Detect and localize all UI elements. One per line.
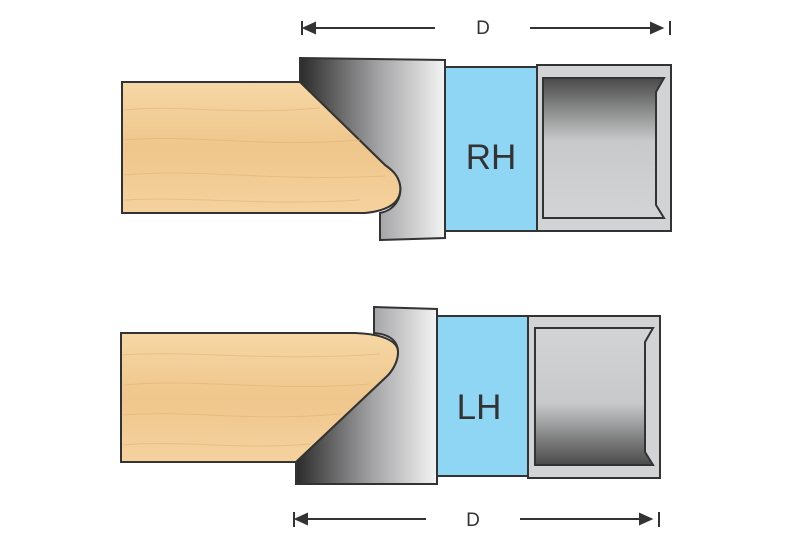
dimension-line-top bbox=[301, 21, 671, 35]
spacer-rh bbox=[444, 66, 538, 232]
lh-assembly: LH D bbox=[120, 305, 661, 531]
spacer-label-rh: RH bbox=[466, 138, 517, 177]
dimension-label-top: D bbox=[476, 18, 490, 39]
wood-grain-lh bbox=[122, 353, 381, 447]
bore-rh bbox=[542, 77, 666, 219]
wood-grain-rh bbox=[123, 107, 386, 203]
dimension-line-bottom bbox=[293, 512, 660, 527]
workpiece-rh bbox=[121, 81, 402, 214]
bore-lh bbox=[534, 327, 655, 466]
spacer-label-lh: LH bbox=[457, 388, 502, 427]
dimension-label-bottom: D bbox=[466, 510, 480, 531]
workpiece-lh bbox=[120, 332, 400, 463]
spacer-lh bbox=[436, 315, 529, 477]
rh-assembly: D RH bbox=[121, 18, 672, 242]
